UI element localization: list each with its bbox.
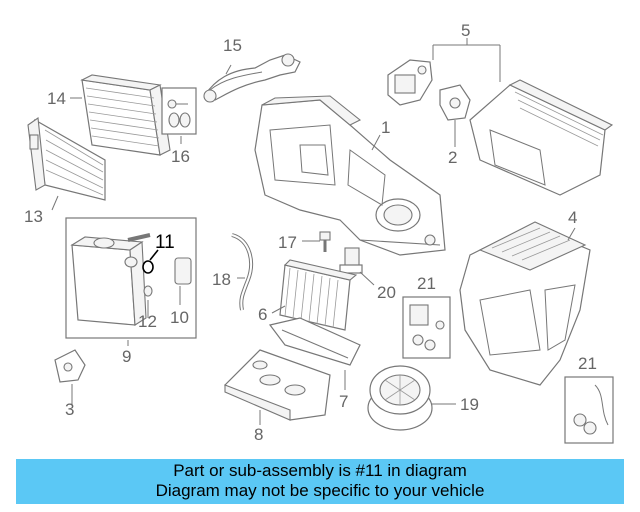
callout-6: 6 bbox=[258, 305, 267, 324]
cover-7 bbox=[268, 317, 361, 366]
callout-13: 13 bbox=[24, 207, 43, 226]
leader-lines bbox=[51, 38, 576, 425]
callout-20: 20 bbox=[377, 283, 396, 302]
cabin-filter-6 bbox=[279, 259, 358, 331]
evaporator-13 bbox=[27, 117, 106, 201]
heater-core-14 bbox=[80, 74, 171, 156]
callout-21-upper: 21 bbox=[417, 274, 436, 293]
actuator-2 bbox=[439, 84, 471, 128]
callout-10: 10 bbox=[170, 308, 189, 327]
connector-20 bbox=[339, 247, 363, 274]
screw-17 bbox=[319, 231, 331, 252]
callout-15: 15 bbox=[223, 36, 242, 55]
blower-motor-19 bbox=[367, 365, 433, 431]
callout-9: 9 bbox=[122, 347, 131, 366]
callout-1: 1 bbox=[381, 118, 390, 137]
parts-diagram: 1 2 3 4 5 6 7 8 9 10 11 12 13 14 15 16 1… bbox=[24, 21, 614, 444]
callout-17: 17 bbox=[278, 233, 297, 252]
callout-14: 14 bbox=[47, 89, 66, 108]
coolant-pipes-15 bbox=[203, 53, 301, 103]
callout-19: 19 bbox=[460, 395, 479, 414]
lower-housing-4 bbox=[459, 221, 591, 386]
parts-box-21-lower bbox=[564, 376, 614, 444]
callout-2: 2 bbox=[448, 148, 457, 167]
parts-box-16 bbox=[161, 87, 197, 135]
banner-line-2: Diagram may not be specific to your vehi… bbox=[155, 481, 485, 500]
callout-labels: 1 2 3 4 5 6 7 8 9 10 11 12 13 14 15 16 1… bbox=[24, 21, 597, 444]
callout-7: 7 bbox=[339, 392, 348, 411]
parts-box-9 bbox=[65, 217, 197, 339]
actuator-5 bbox=[387, 59, 433, 106]
banner-line-1: Part or sub-assembly is #11 in diagram bbox=[173, 461, 467, 480]
callout-18: 18 bbox=[212, 270, 231, 289]
hvac-housing-1 bbox=[254, 95, 446, 256]
callout-11: 11 bbox=[155, 232, 175, 253]
callout-21-lower: 21 bbox=[578, 354, 597, 373]
info-banner: Part or sub-assembly is #11 in diagram D… bbox=[16, 459, 624, 504]
drain-hose-18 bbox=[231, 233, 253, 311]
tray-8 bbox=[224, 349, 331, 421]
sensor-3 bbox=[54, 349, 86, 383]
callout-5: 5 bbox=[461, 21, 470, 40]
leader-line-11 bbox=[149, 249, 159, 261]
callout-12: 12 bbox=[138, 312, 157, 331]
callout-8: 8 bbox=[254, 425, 263, 444]
callout-3: 3 bbox=[65, 400, 74, 419]
parts-box-21-upper bbox=[402, 296, 451, 359]
callout-16: 16 bbox=[171, 147, 190, 166]
callout-4: 4 bbox=[568, 208, 577, 227]
upper-housing-5 bbox=[469, 79, 614, 196]
